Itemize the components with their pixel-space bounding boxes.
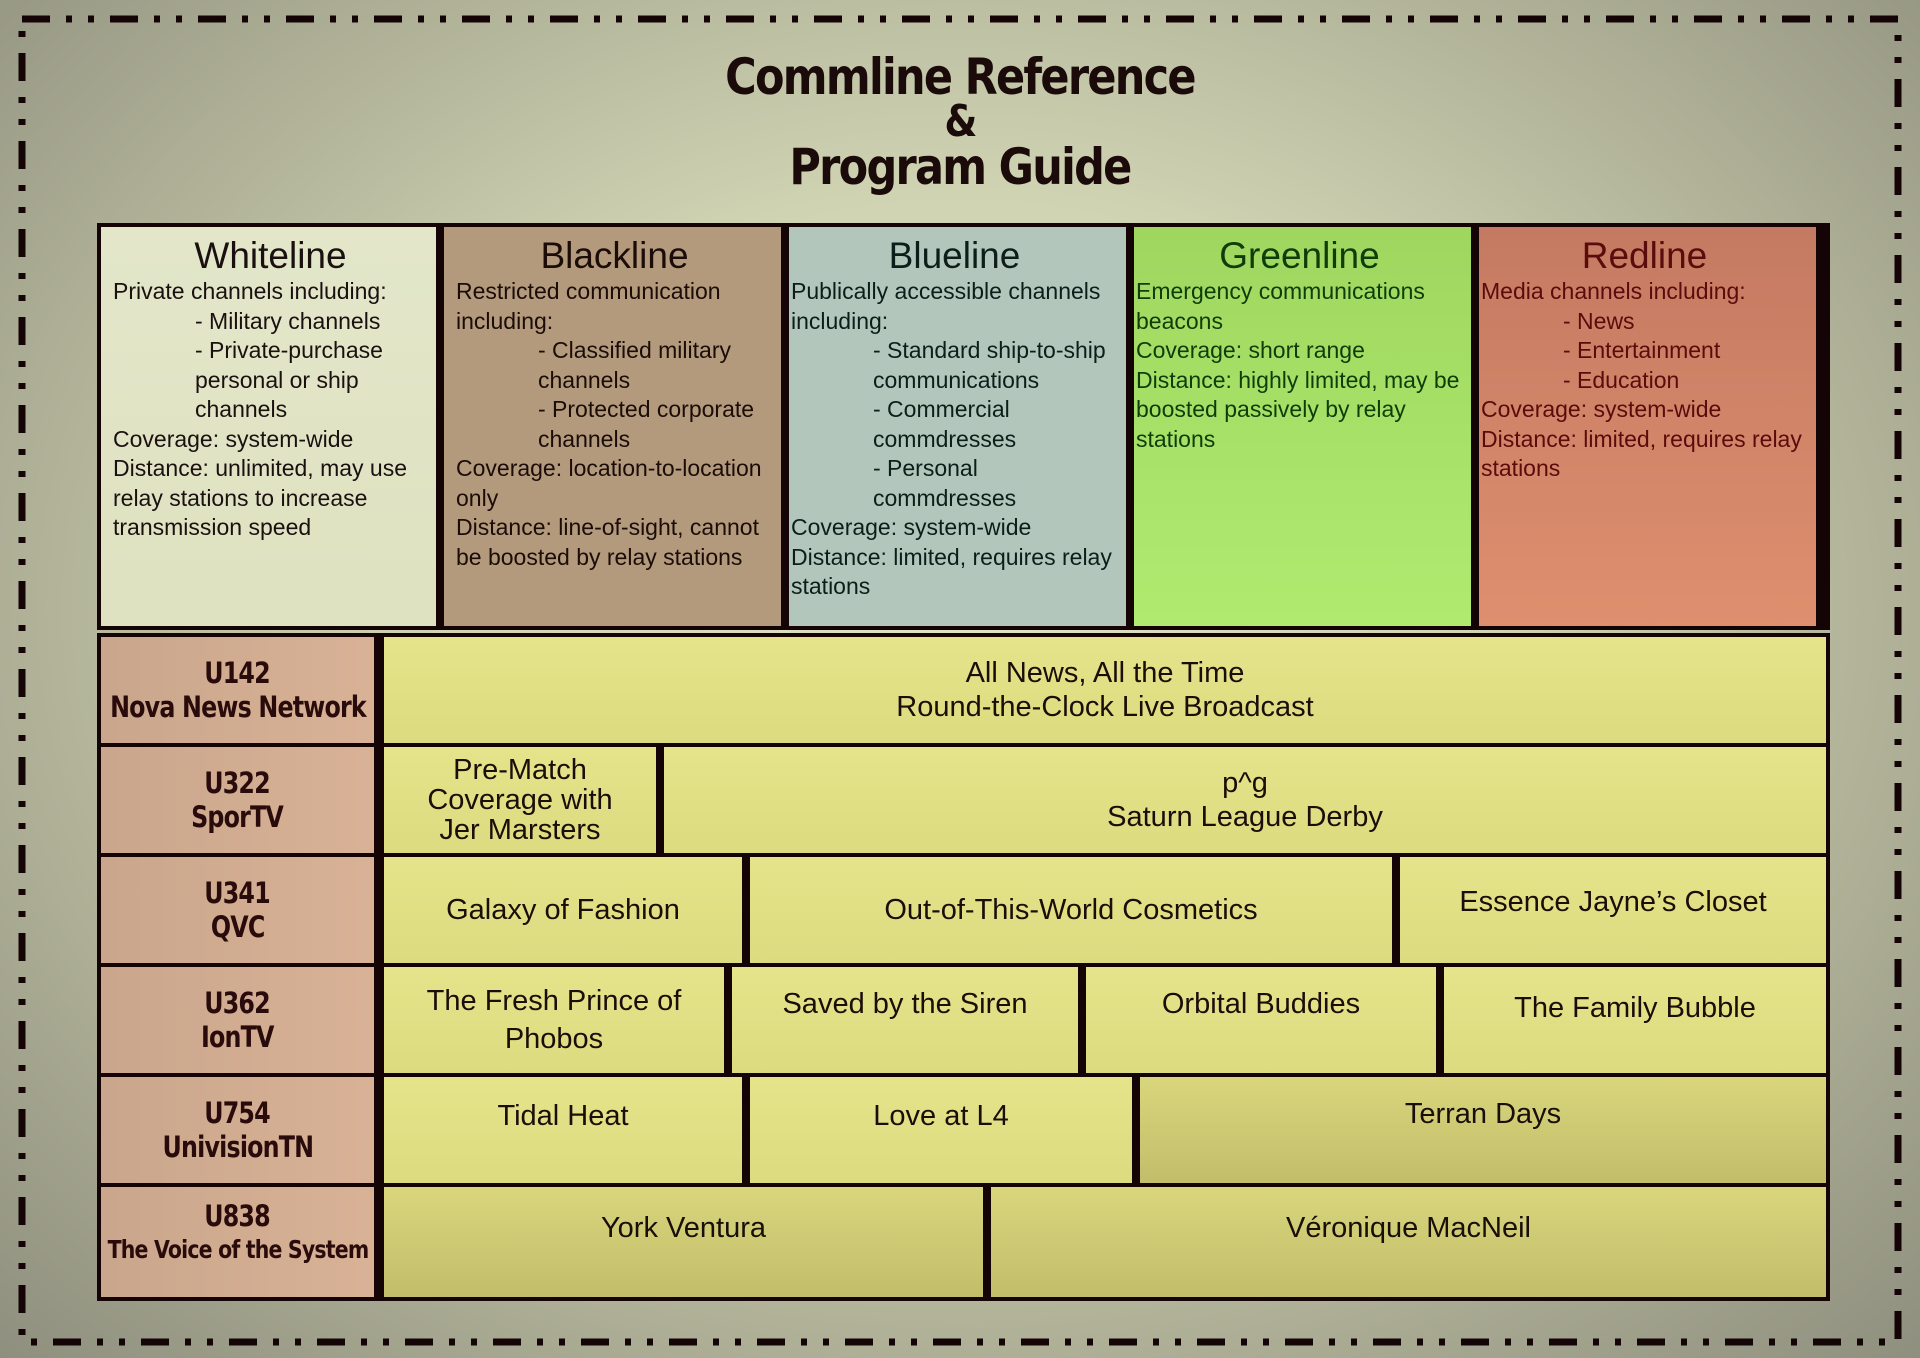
channel-network: SporTV — [191, 800, 285, 834]
commline-intro: Emergency communications beacons — [1136, 278, 1425, 334]
program-cell: All News, All the Time Round-the-Clock L… — [384, 637, 1826, 743]
channel-number: U341 — [204, 876, 271, 910]
commline-heading: Blueline — [888, 235, 1021, 276]
program-title: Love at L4 — [873, 1100, 1009, 1132]
commline-item: - Education — [1563, 366, 1680, 393]
program-title: The Family Bubble — [1514, 992, 1756, 1024]
commline-redline: Redline Media channels including: - News… — [1479, 227, 1816, 626]
program-row-u341: U341 QVC Galaxy of Fashion Out-of-This-W… — [101, 857, 1826, 963]
program-cell: p^g Saturn League Derby — [664, 747, 1826, 853]
channel-label: U142 Nova News Network — [101, 637, 374, 743]
program-cell: York Ventura — [384, 1187, 983, 1297]
commline-distance: Distance: limited, requires relay statio… — [1481, 425, 1802, 482]
program-title: Véronique MacNeil — [1285, 1212, 1531, 1244]
channel-number: U754 — [204, 1096, 271, 1130]
commline-item: - Personal commdresses — [873, 455, 1017, 511]
channel-network: The Voice of the System — [107, 1235, 369, 1264]
program-cell: Galaxy of Fashion — [384, 857, 742, 963]
program-title: Terran Days — [1404, 1098, 1562, 1130]
channel-number: U322 — [204, 766, 271, 800]
commline-coverage: Coverage: short range — [1136, 337, 1365, 363]
channel-label: U341 QVC — [101, 857, 374, 963]
program-title: York Ventura — [601, 1212, 766, 1244]
commline-item: - Classified military channels — [538, 337, 731, 393]
program-cell: Saved by the Siren — [732, 967, 1078, 1073]
program-cell: Love at L4 — [750, 1077, 1132, 1183]
commline-item: - Military channels — [195, 307, 381, 334]
program-title: Saved by the Siren — [782, 988, 1028, 1020]
commline-intro: Private channels including: — [113, 278, 387, 304]
title-line-3: Program Guide — [789, 138, 1132, 196]
program-title: Tidal Heat — [497, 1100, 629, 1132]
channel-network: IonTV — [201, 1020, 274, 1054]
channel-label: U754 UnivisionTN — [101, 1077, 374, 1183]
commline-distance: Distance: highly limited, may be boosted… — [1136, 366, 1460, 452]
program-title: Galaxy of Fashion — [446, 894, 680, 926]
program-row-u838: U838 The Voice of the System York Ventur… — [101, 1187, 1826, 1297]
program-title: p^g — [1222, 767, 1268, 799]
commline-reference-table: Whiteline Private channels including: - … — [97, 223, 1830, 630]
program-subtitle: Saturn League Derby — [1107, 801, 1383, 833]
channel-label: U322 SporTV — [101, 747, 374, 853]
commline-whiteline: Whiteline Private channels including: - … — [101, 227, 436, 626]
commline-blackline: Blackline Restricted communication inclu… — [444, 227, 781, 626]
commline-intro: Publically accessible channels including… — [791, 278, 1101, 334]
program-cell: The Family Bubble — [1444, 967, 1826, 1073]
commline-distance: Distance: unlimited, may use relay stati… — [113, 455, 408, 540]
commline-item: - Entertainment — [1563, 337, 1721, 363]
page-title: Commline Reference & Program Guide — [134, 52, 1785, 192]
channel-label: U362 IonTV — [101, 967, 374, 1073]
program-title: Orbital Buddies — [1161, 988, 1361, 1020]
dashed-border-frame — [18, 15, 1902, 1346]
program-cell: Pre-Match Coverage with Jer Marsters — [384, 747, 656, 853]
title-ampersand: & — [944, 96, 977, 147]
program-title: The Fresh Prince of Phobos — [426, 985, 682, 1055]
commline-heading: Blackline — [540, 235, 689, 276]
program-cell: The Fresh Prince of Phobos — [384, 967, 724, 1073]
program-title: Out-of-This-World Cosmetics — [884, 894, 1258, 926]
commline-heading: Redline — [1581, 235, 1708, 276]
program-guide-grid: U142 Nova News Network All News, All the… — [97, 633, 1830, 1301]
channel-label: U838 The Voice of the System — [101, 1187, 374, 1297]
program-subtitle: Round-the-Clock Live Broadcast — [896, 691, 1314, 723]
program-cell: Véronique MacNeil — [991, 1187, 1826, 1297]
commline-distance: Distance: limited, requires relay statio… — [791, 543, 1112, 600]
commline-heading: Greenline — [1219, 235, 1380, 276]
program-row-u142: U142 Nova News Network All News, All the… — [101, 637, 1826, 743]
program-cell: Out-of-This-World Cosmetics — [750, 857, 1392, 963]
program-row-u322: U322 SporTV Pre-Match Coverage with Jer … — [101, 747, 1826, 853]
commline-item: - News — [1563, 307, 1635, 334]
commline-intro: Restricted communication including: — [456, 278, 721, 334]
program-cell: Essence Jayne’s Closet — [1400, 857, 1826, 963]
channel-network: QVC — [210, 910, 265, 944]
channel-number: U142 — [204, 656, 271, 690]
channel-network: Nova News Network — [109, 690, 367, 724]
commline-item: - Protected corporate channels — [538, 396, 755, 452]
commline-heading: Whiteline — [194, 235, 347, 276]
channel-network: UnivisionTN — [162, 1130, 314, 1164]
commline-coverage: Coverage: system-wide — [791, 514, 1032, 540]
dash-dot-border — [18, 15, 1902, 1346]
commline-coverage: Coverage: system-wide — [1481, 396, 1722, 422]
program-title: Pre-Match Coverage with Jer Marsters — [427, 754, 613, 846]
channel-number: U362 — [204, 986, 271, 1020]
title-line-1: Commline Reference — [725, 48, 1196, 106]
commline-intro: Media channels including: — [1481, 278, 1746, 304]
channel-number: U838 — [204, 1199, 271, 1233]
commline-coverage: Coverage: location-to-location only — [456, 455, 762, 511]
program-row-u754: U754 UnivisionTN Tidal Heat Love at L4 T… — [101, 1077, 1826, 1183]
commline-greenline: Greenline Emergency communications beaco… — [1134, 227, 1471, 626]
program-title: Essence Jayne’s Closet — [1459, 886, 1767, 918]
commline-item: - Commercial commdresses — [873, 396, 1017, 452]
program-cell: Terran Days — [1140, 1077, 1826, 1183]
commline-item: - Standard ship-to-ship communications — [873, 337, 1106, 393]
program-row-u362: U362 IonTV The Fresh Prince of Phobos Sa… — [101, 967, 1826, 1073]
commline-coverage: Coverage: system-wide — [113, 425, 354, 452]
program-cell: Orbital Buddies — [1086, 967, 1436, 1073]
commline-distance: Distance: line-of-sight, cannot be boost… — [456, 514, 759, 570]
commline-blueline: Blueline Publically accessible channels … — [789, 227, 1126, 626]
commline-item: - Private-purchase personal or ship chan… — [195, 337, 383, 422]
program-cell: Tidal Heat — [384, 1077, 742, 1183]
program-title: All News, All the Time — [965, 657, 1245, 689]
